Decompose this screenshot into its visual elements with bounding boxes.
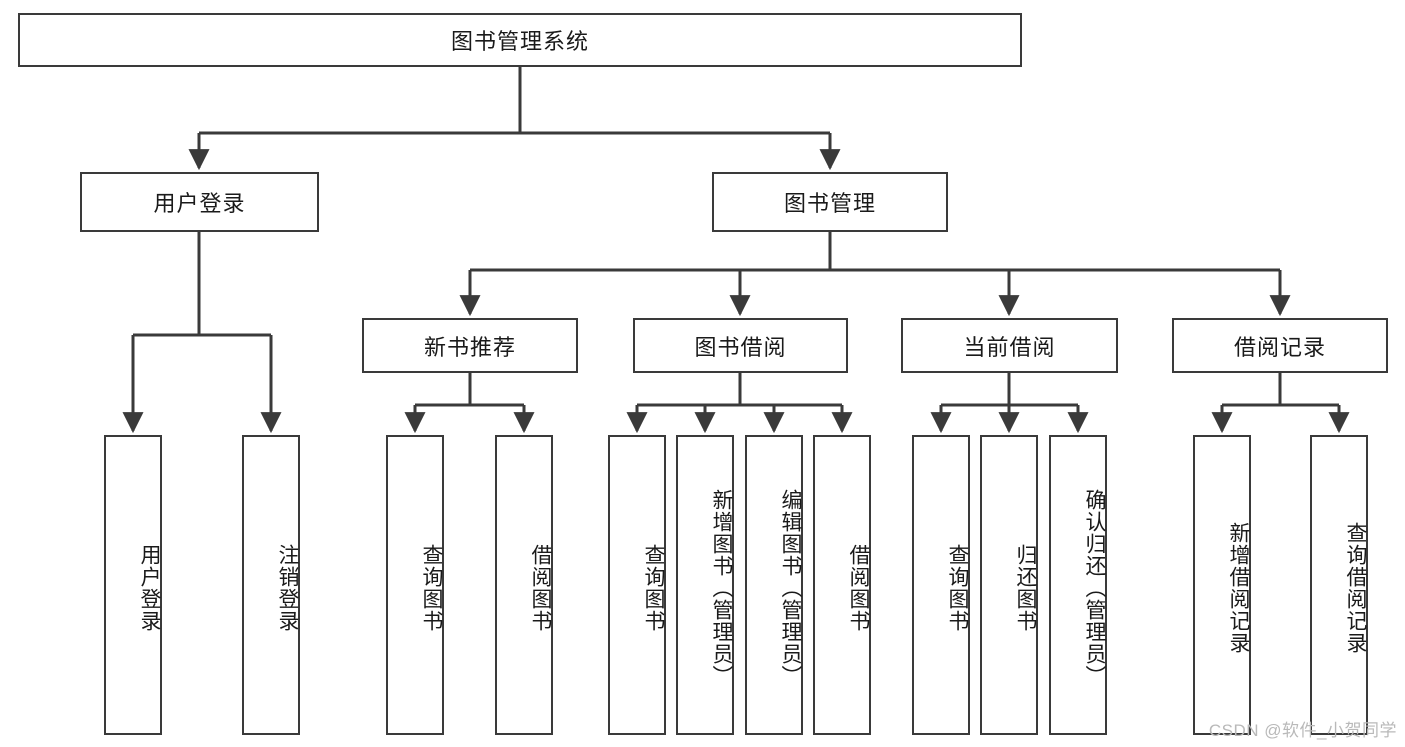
leaf-query-book-1-label: 查询图书 <box>420 544 443 632</box>
node-book-management-label: 图书管理 <box>783 191 876 216</box>
leaf-user-login-label: 用户登录 <box>138 544 161 632</box>
leaf-edit-book-label: 编辑图书（管理员） <box>779 489 802 687</box>
leaf-borrow-book-1-label: 借阅图书 <box>529 544 552 632</box>
leaf-borrow-book-2-label: 借阅图书 <box>847 544 870 632</box>
node-borrow-record-label: 借阅记录 <box>1233 334 1326 360</box>
leaf-confirm-return-label: 确认归还（管理员） <box>1083 489 1106 687</box>
node-current-borrow[interactable]: 当前借阅 <box>901 318 1118 373</box>
leaf-query-book-1[interactable]: 查询图书 <box>386 435 444 735</box>
leaf-query-book-2-label: 查询图书 <box>642 544 665 632</box>
leaf-query-book-3[interactable]: 查询图书 <box>912 435 970 735</box>
leaf-logout-label: 注销登录 <box>276 544 299 632</box>
leaf-borrow-book-1[interactable]: 借阅图书 <box>495 435 553 735</box>
leaf-query-record[interactable]: 查询借阅记录 <box>1310 435 1368 735</box>
leaf-edit-book[interactable]: 编辑图书（管理员） <box>745 435 803 735</box>
leaf-add-book-label: 新增图书（管理员） <box>710 489 733 687</box>
node-new-book-recommend[interactable]: 新书推荐 <box>362 318 578 373</box>
leaf-logout[interactable]: 注销登录 <box>242 435 300 735</box>
leaf-query-record-label: 查询借阅记录 <box>1344 522 1367 654</box>
leaf-confirm-return[interactable]: 确认归还（管理员） <box>1049 435 1107 735</box>
leaf-query-book-3-label: 查询图书 <box>946 544 969 632</box>
node-user-login[interactable]: 用户登录 <box>80 172 319 232</box>
node-new-book-recommend-label: 新书推荐 <box>423 334 516 360</box>
node-book-borrow[interactable]: 图书借阅 <box>633 318 848 373</box>
node-book-borrow-label: 图书借阅 <box>694 334 787 360</box>
leaf-add-book[interactable]: 新增图书（管理员） <box>676 435 734 735</box>
node-current-borrow-label: 当前借阅 <box>963 334 1056 360</box>
node-user-login-label: 用户登录 <box>153 191 246 216</box>
leaf-query-book-2[interactable]: 查询图书 <box>608 435 666 735</box>
node-root[interactable]: 图书管理系统 <box>18 13 1022 67</box>
leaf-add-record-label: 新增借阅记录 <box>1227 522 1250 654</box>
leaf-user-login[interactable]: 用户登录 <box>104 435 162 735</box>
leaf-add-record[interactable]: 新增借阅记录 <box>1193 435 1251 735</box>
node-borrow-record[interactable]: 借阅记录 <box>1172 318 1388 373</box>
leaf-return-book-label: 归还图书 <box>1014 544 1037 632</box>
node-book-management[interactable]: 图书管理 <box>712 172 948 232</box>
node-root-label: 图书管理系统 <box>450 29 589 54</box>
leaf-return-book[interactable]: 归还图书 <box>980 435 1038 735</box>
leaf-borrow-book-2[interactable]: 借阅图书 <box>813 435 871 735</box>
